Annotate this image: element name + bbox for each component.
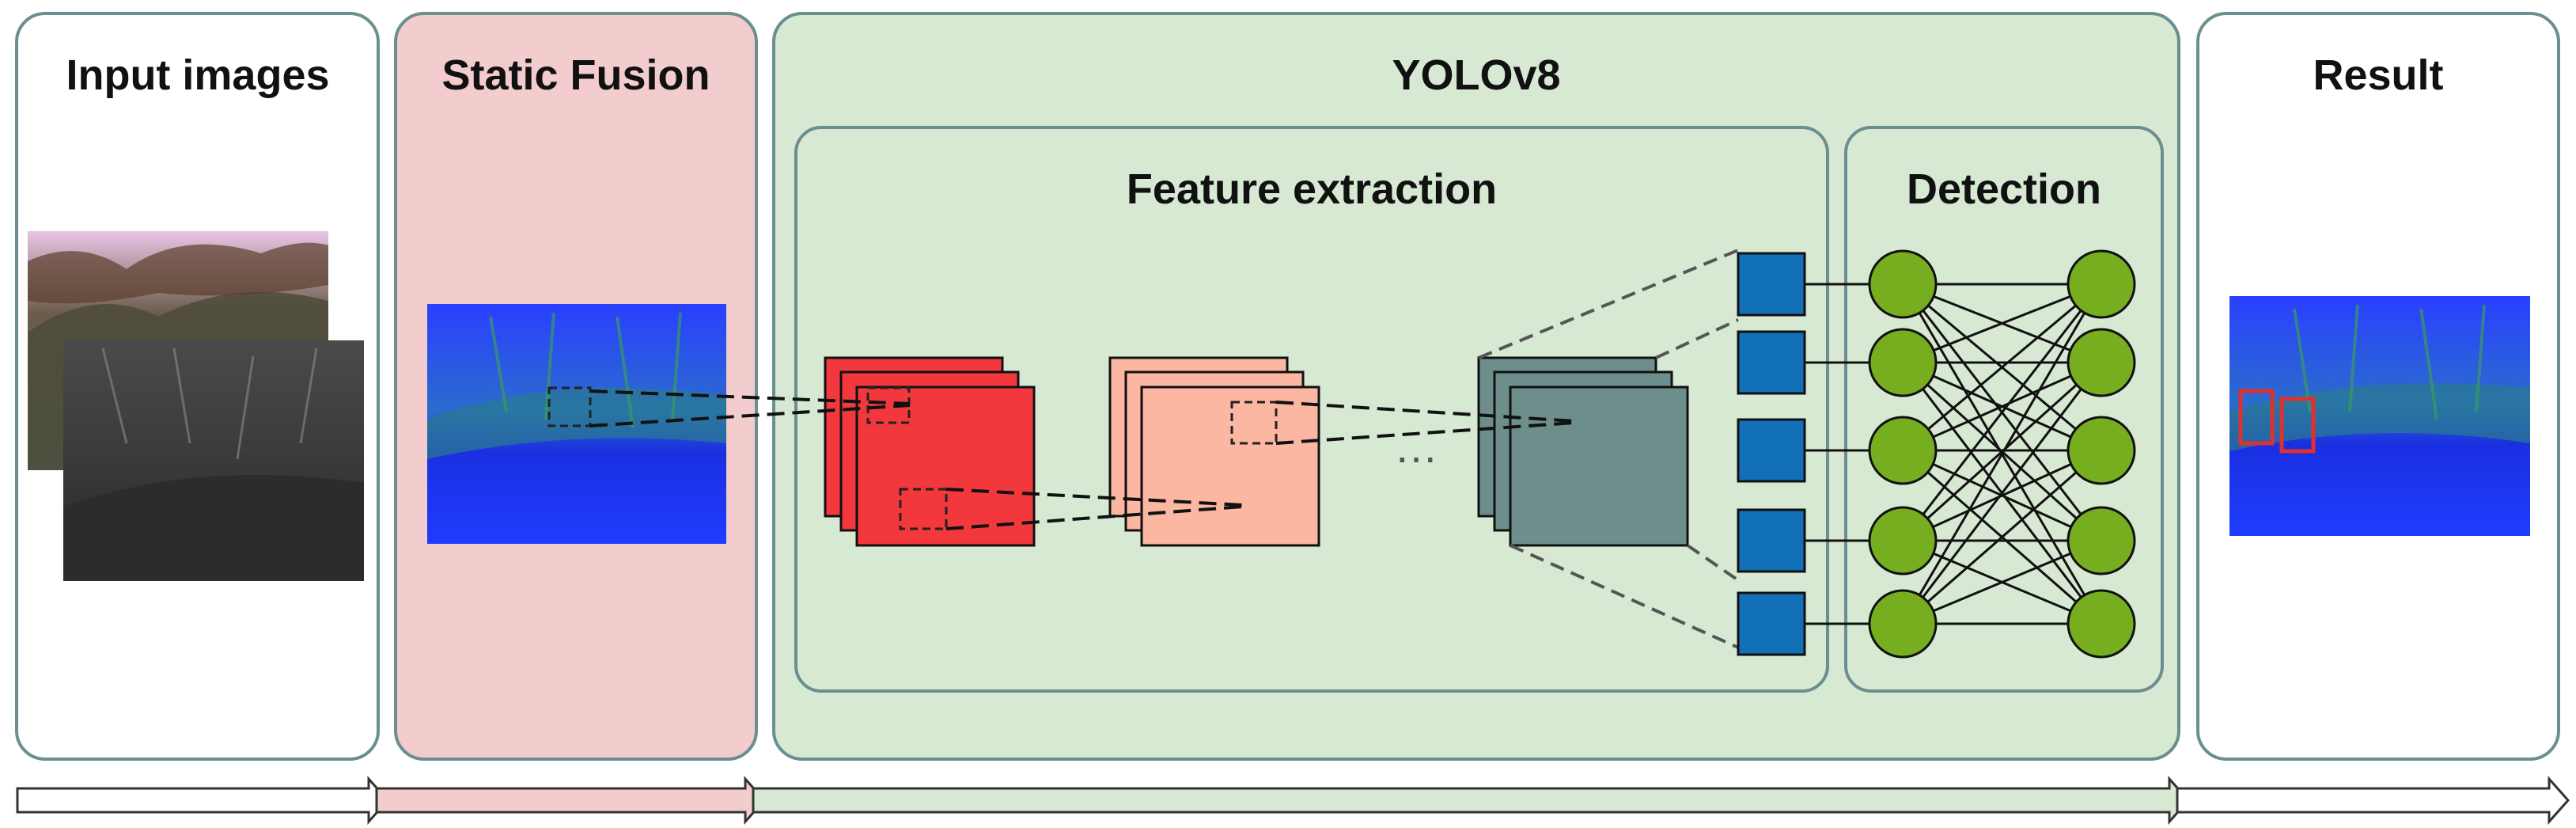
input-stage-arrow [16, 776, 390, 825]
input-node [1868, 589, 1938, 659]
output-node [2066, 328, 2136, 397]
output-node [2066, 506, 2136, 575]
dense-connection [1902, 361, 2102, 452]
dense-connection [1901, 361, 2103, 542]
dense-connection [1902, 283, 2102, 452]
receptive-field-lines [589, 389, 1575, 530]
feature-map-stack-3 [1477, 356, 1689, 547]
feature-square [1737, 252, 1806, 317]
input-node [1868, 506, 1938, 575]
input-node [1868, 416, 1938, 485]
result-title: Result [2313, 51, 2443, 99]
projection-lines [1478, 249, 1740, 649]
output-node [2066, 589, 2136, 659]
yolo-stage-arrow [752, 776, 2191, 825]
fusion-title: Static Fusion [441, 51, 710, 99]
output-node [2066, 249, 2136, 319]
result-image [2229, 296, 2530, 536]
ellipsis: … [1394, 422, 1438, 472]
input-node [1868, 328, 1938, 397]
thermal-input-image [63, 340, 364, 581]
detection-box [2279, 397, 2316, 454]
feature-map-stack-1 [824, 356, 1036, 547]
feature-square [1737, 418, 1806, 483]
detection-title: Detection [1907, 165, 2101, 213]
output-node [2066, 416, 2136, 485]
feature-square [1737, 330, 1806, 395]
fused-image [427, 304, 726, 544]
stage-arrows [16, 776, 2570, 825]
feature-square [1737, 591, 1806, 656]
fusion-stage-arrow [375, 776, 767, 825]
input-title: Input images [66, 51, 329, 99]
feature-square [1737, 508, 1806, 573]
dense-connection [1902, 539, 2102, 625]
detection-box [2238, 389, 2275, 446]
dense-connection [1902, 449, 2102, 625]
dense-connection [1901, 283, 2103, 625]
feature-extraction-title: Feature extraction [1127, 165, 1497, 213]
dense-connection [1901, 283, 2103, 541]
dense-connection [1901, 362, 2103, 625]
yolo-title: YOLOv8 [1392, 51, 1560, 99]
dense-connection [1902, 449, 2102, 542]
result-stage-arrow [2176, 776, 2570, 825]
feature-map-stack-2 [1108, 356, 1320, 547]
detection-network [1737, 249, 2136, 659]
input-node [1868, 249, 1938, 319]
dense-connection [1902, 283, 2102, 364]
